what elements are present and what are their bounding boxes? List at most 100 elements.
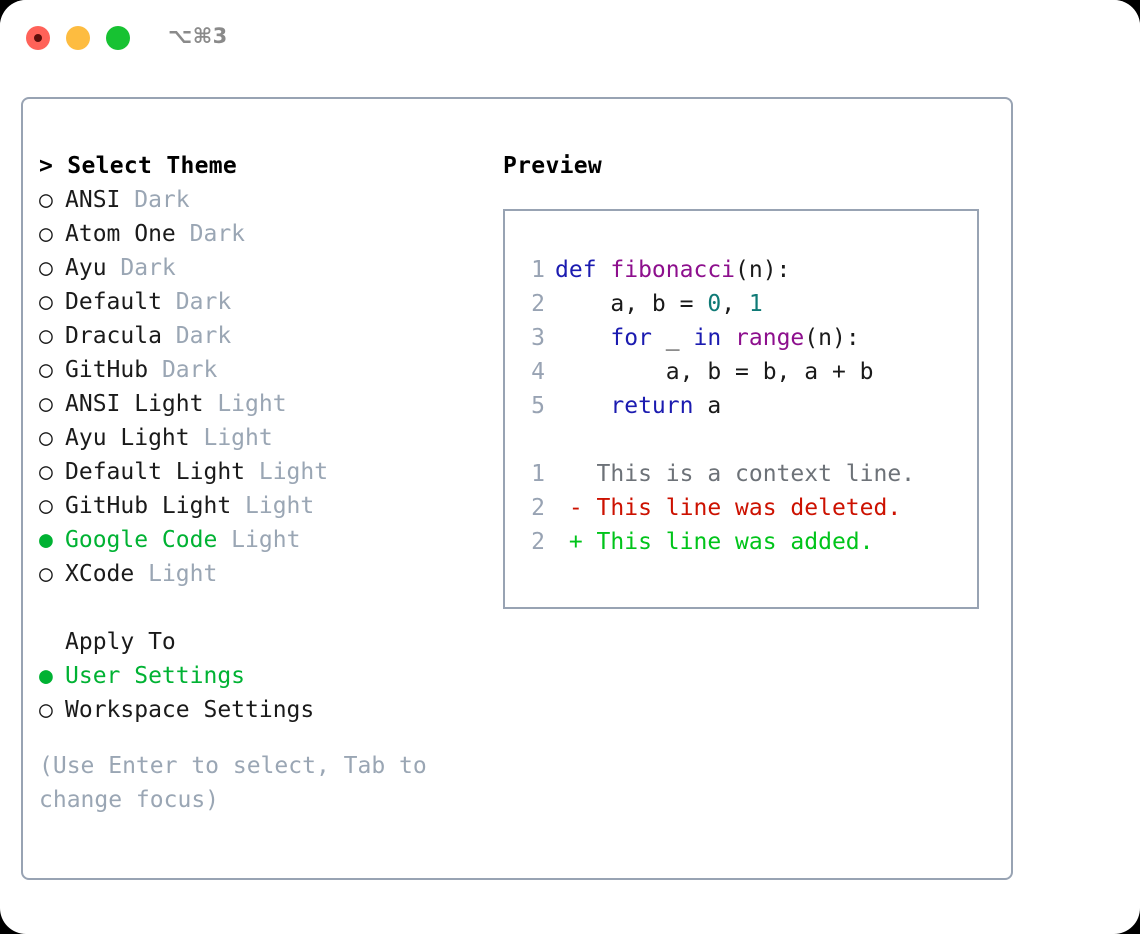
keyboard-hint-text: (Use Enter to select, Tab to change focu… (39, 753, 427, 813)
theme-option-label: Atom One (65, 221, 176, 247)
radio-selected-icon: ● (39, 663, 53, 689)
code-token-plain: (n): (735, 257, 791, 283)
theme-option-ansi[interactable]: ○ANSI Dark (39, 183, 469, 217)
radio-unselected-icon: ○ (39, 459, 53, 485)
line-number: 3 (531, 325, 545, 351)
preview-title: Preview (503, 153, 603, 179)
code-line: 3 for _ in range(n): (521, 321, 969, 355)
theme-option-variant: Light (231, 493, 315, 519)
radio-unselected-icon: ○ (39, 493, 53, 519)
line-number: 5 (531, 393, 545, 419)
code-token-plain (721, 325, 735, 351)
code-token-plain: a, b = b, a + b (555, 359, 874, 385)
theme-option-xcode[interactable]: ○XCode Light (39, 557, 469, 591)
line-number: 2 (531, 291, 545, 317)
theme-option-variant: Light (245, 459, 329, 485)
theme-option-variant: Light (203, 391, 287, 417)
theme-option-default[interactable]: ○Default Dark (39, 285, 469, 319)
close-button-dot-icon (34, 34, 42, 42)
code-token-plain: _ (651, 325, 694, 351)
theme-option-ayu-light[interactable]: ○Ayu Light Light (39, 421, 469, 455)
code-token-del: - This line was deleted. (555, 495, 902, 521)
radio-selected-icon: ● (39, 527, 53, 553)
theme-option-dracula[interactable]: ○ Dracula Dark (39, 319, 469, 353)
keyboard-shortcut-label: ⌥⌘3 (168, 24, 228, 48)
code-token-fn: range (735, 325, 805, 351)
radio-unselected-icon: ○ (39, 323, 53, 349)
line-number: 4 (531, 359, 545, 385)
code-line: 1 def fibonacci(n): (521, 253, 969, 287)
theme-option-label: GitHub Light (65, 493, 232, 519)
radio-unselected-icon: ○ (39, 289, 53, 315)
radio-unselected-icon: ○ (39, 425, 53, 451)
code-token-add: + This line was added. (555, 529, 874, 555)
main-panel: > Select Theme ○ANSI Dark○Atom One Dark○… (21, 97, 1013, 880)
theme-option-variant: Light (217, 527, 301, 553)
code-token-kw: for (610, 325, 652, 351)
theme-option-label: Dracula (65, 323, 162, 349)
theme-option-atom-one[interactable]: ○ Atom One Dark (39, 217, 469, 251)
code-token-ctx: This is a context line. (555, 461, 916, 487)
theme-option-label: ANSI Light (65, 391, 204, 417)
theme-option-label: Google Code (65, 527, 218, 553)
theme-option-variant: Light (189, 425, 273, 451)
code-token-fn: fibonacci (610, 257, 736, 283)
code-token-plain: (n): (804, 325, 860, 351)
code-line: 5 return a (521, 389, 969, 423)
apply-to-option-user-settings[interactable]: ● User Settings (39, 659, 469, 693)
theme-option-default-light[interactable]: ○ Default Light Light (39, 455, 469, 489)
theme-option-github[interactable]: ○GitHub Dark (39, 353, 469, 387)
theme-option-label: Default Light (65, 459, 246, 485)
theme-option-variant: Light (134, 561, 218, 587)
code-token-num: 0 (707, 291, 722, 317)
code-token-plain (555, 393, 610, 419)
line-number: 1 (531, 257, 545, 283)
theme-option-label: Ayu (65, 255, 107, 281)
line-number: 2 (531, 529, 545, 555)
code-token-plain: , (721, 291, 749, 317)
radio-unselected-icon: ○ (39, 357, 53, 383)
theme-option-ansi-light[interactable]: ○ ANSI Light Light (39, 387, 469, 421)
apply-to-option-label: User Settings (65, 663, 246, 689)
radio-unselected-icon: ○ (39, 697, 53, 723)
radio-unselected-icon: ○ (39, 255, 53, 281)
maximize-button[interactable] (106, 26, 130, 50)
code-diff-gap (521, 423, 969, 457)
code-token-plain: a, b = (555, 291, 708, 317)
minimize-button[interactable] (66, 26, 90, 50)
theme-option-variant: Dark (161, 323, 232, 349)
line-number: 1 (531, 461, 545, 487)
code-token-num: 1 (748, 291, 763, 317)
radio-unselected-icon: ○ (39, 187, 53, 213)
theme-option-variant: Dark (175, 221, 246, 247)
diff-line: 2 - This line was deleted. (521, 491, 969, 525)
radio-unselected-icon: ○ (39, 391, 53, 417)
theme-list: ○ANSI Dark○Atom One Dark○Ayu Dark○Defaul… (39, 183, 469, 591)
theme-option-label: GitHub (65, 357, 149, 383)
theme-option-ayu[interactable]: ○ Ayu Dark (39, 251, 469, 285)
apply-to-option-label: Workspace Settings (65, 697, 315, 723)
diff-line: 1 This is a context line. (521, 457, 969, 491)
diff-line: 2 + This line was added. (521, 525, 969, 559)
code-token-plain: a (693, 393, 722, 419)
theme-option-variant: Dark (161, 289, 232, 315)
title-bar: ⌥⌘3 (0, 0, 1140, 76)
theme-picker-column: > Select Theme ○ANSI Dark○Atom One Dark○… (39, 149, 469, 817)
apply-to-list: ● User Settings ○ Workspace Settings (39, 659, 469, 727)
code-token-plain (555, 325, 610, 351)
apply-to-option-workspace-settings[interactable]: ○ Workspace Settings (39, 693, 469, 727)
code-token-kw: in (693, 325, 722, 351)
radio-unselected-icon: ○ (39, 561, 53, 587)
line-number: 2 (531, 495, 545, 521)
apply-to-title: Apply To (65, 629, 176, 655)
theme-option-github-light[interactable]: ○ GitHub Light Light (39, 489, 469, 523)
radio-unselected-icon: ○ (39, 221, 53, 247)
code-token-kw: def (555, 257, 611, 283)
theme-option-google-code[interactable]: ● Google Code Light (39, 523, 469, 557)
theme-option-variant: Dark (106, 255, 176, 281)
